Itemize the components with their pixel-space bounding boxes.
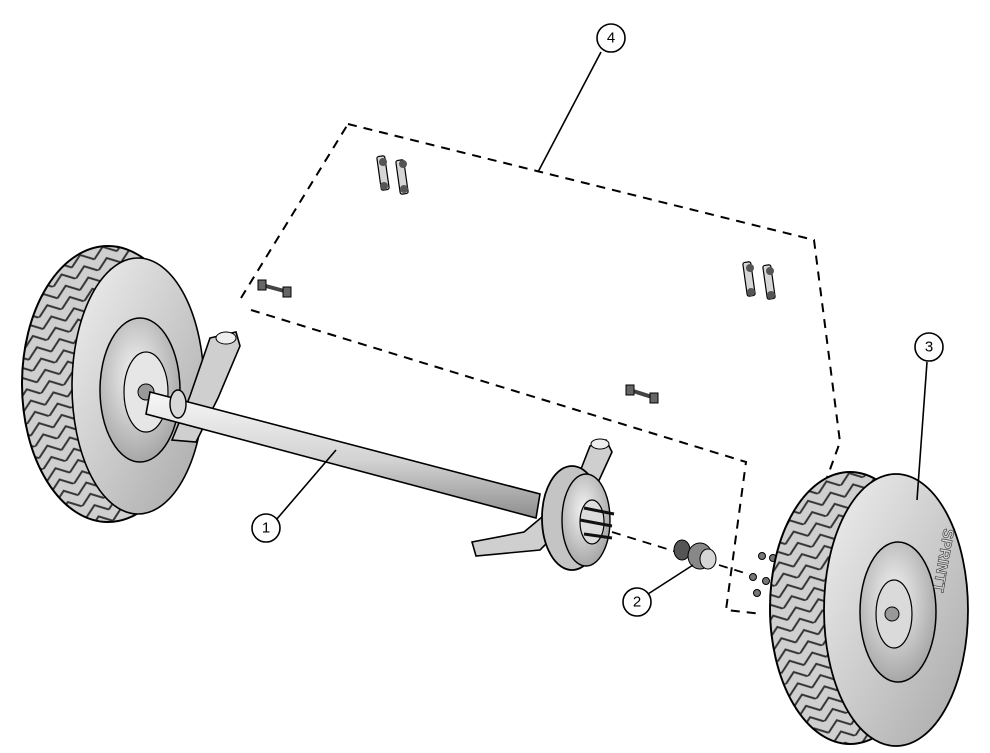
right-brake-drum <box>541 465 615 571</box>
bolt-upper <box>257 279 292 298</box>
shackle-plate-left <box>376 155 409 195</box>
callout-4-label: 4 <box>607 30 615 47</box>
shackle-plate-right <box>742 261 776 300</box>
hub-bearing <box>611 531 749 575</box>
axle-tube <box>145 389 541 519</box>
callout-1: 1 <box>251 449 337 543</box>
left-wheel <box>21 245 205 523</box>
callout-3-label: 3 <box>925 339 933 356</box>
right-wheel: SPRINTT <box>769 471 969 747</box>
callout-3: 3 <box>914 332 944 501</box>
callout-2-label: 2 <box>633 594 641 611</box>
callout-4: 4 <box>537 23 626 173</box>
bolt-lower <box>625 384 659 404</box>
callout-1-label: 1 <box>262 520 270 537</box>
callout-2: 2 <box>622 564 694 617</box>
